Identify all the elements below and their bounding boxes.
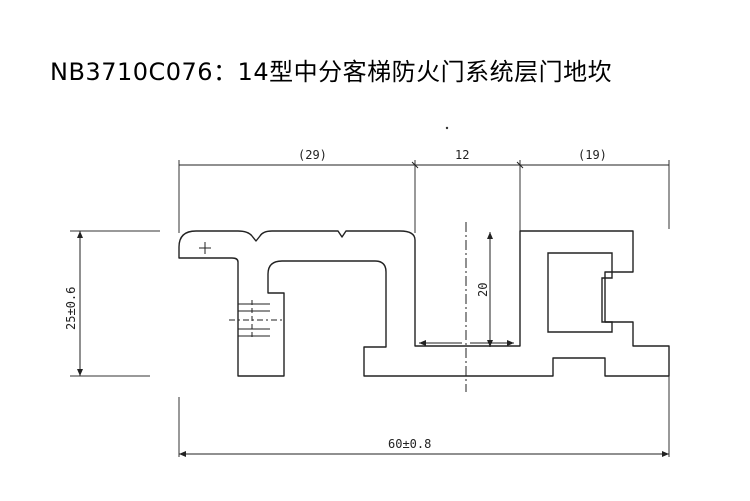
dim-top-left-label: (29) [298, 148, 327, 162]
screw-boss-detail [229, 300, 284, 340]
dim-bottom-total-label: 60±0.8 [388, 437, 431, 451]
top-dimension-line [179, 161, 669, 169]
reference-plus-mark [199, 242, 211, 254]
stray-dot [445, 126, 449, 130]
drawing-title: NB3710C076：14型中分客梯防火门系统层门地坎 [50, 58, 613, 86]
dim-top-right-label: (19) [578, 148, 607, 162]
right-chamber-outline [547, 252, 613, 333]
dim-inner-height-label: 20 [476, 283, 490, 297]
dim-left-height-label: 25±0.6 [64, 287, 78, 330]
dim-top-middle-label: 12 [455, 148, 469, 162]
sill-profile-outline [178, 230, 670, 377]
extension-lines [70, 160, 670, 457]
